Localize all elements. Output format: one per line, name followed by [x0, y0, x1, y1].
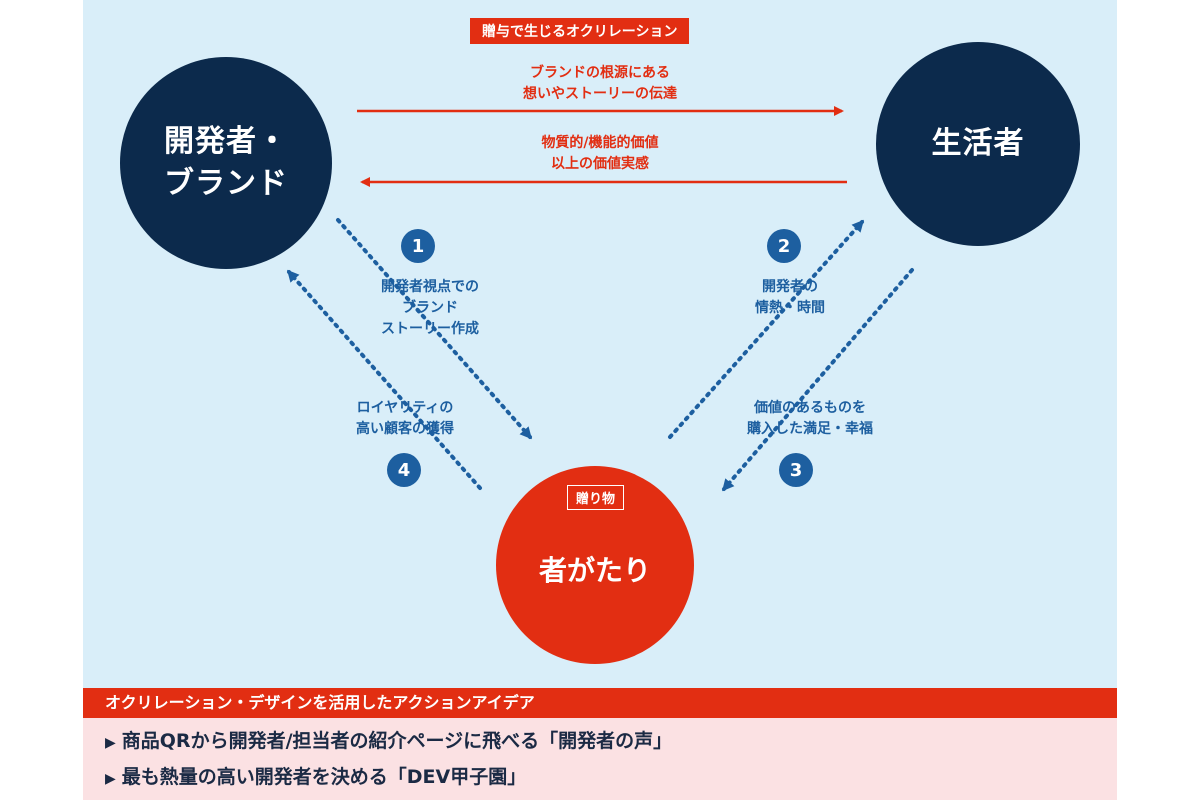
developer-label-line1: 開発者・ [164, 124, 288, 159]
step-4-line2: 高い顧客の獲得 [356, 421, 454, 437]
action-ideas-list: ▶ 商品QRから開発者/担当者の紹介ページに飛べる「開発者の声」 ▶ 最も熱量の高い… [83, 718, 1117, 800]
action-idea-item: ▶ 商品QRから開発者/担当者の紹介ページに飛べる「開発者の声」 [105, 724, 1117, 760]
developer-label-line2: ブランド [164, 166, 288, 201]
step-1-line3: ストーリー作成 [381, 321, 479, 337]
step-3-label: 価値のあるものを 購入した満足・幸福 [710, 398, 910, 440]
dotted-arrow-step-3 [722, 268, 914, 492]
step-2-number: 2 [767, 229, 801, 263]
arrow-to-developer-line2: 以上の価値実感 [551, 156, 649, 172]
arrow-to-consumer-line2: 想いやストーリーの伝達 [523, 86, 677, 102]
action-idea-item: ▶ 最も熱量の高い開発者を決める「DEV甲子園」 [105, 760, 1117, 796]
bullet-triangle-icon: ▶ [105, 735, 116, 751]
step-2-label: 開発者の 情熱・時間 [720, 277, 860, 319]
action-idea-text: 最も熱量の高い開発者を決める「DEV甲子園」 [121, 766, 527, 788]
gift-badge: 贈り物 [567, 485, 625, 510]
step-4-label: ロイヤリティの 高い顧客の獲得 [320, 398, 490, 440]
bullet-triangle-icon: ▶ [105, 771, 116, 787]
step-1-label: 開発者視点での ブランド ストーリー作成 [340, 277, 520, 340]
developer-brand-node: 開発者・ ブランド [120, 57, 332, 269]
arrow-to-developer-label: 物質的/機能的価値 以上の価値実感 [480, 133, 720, 175]
dotted-arrow-step-1 [336, 218, 532, 440]
arrow-to-consumer-label: ブランドの根源にある 想いやストーリーの伝達 [480, 63, 720, 105]
dotted-arrow-step-2 [668, 219, 864, 439]
step-3-line1: 価値のあるものを [754, 400, 866, 416]
step-1-line1: 開発者視点での [381, 279, 479, 295]
step-3-number: 3 [779, 453, 813, 487]
action-ideas-title: オクリレーション・デザインを活用したアクションアイデア [83, 688, 1117, 718]
action-idea-text: 商品QRから開発者/担当者の紹介ページに飛べる「開発者の声」 [121, 730, 673, 752]
step-1-number: 1 [401, 229, 435, 263]
arrow-to-developer-line1: 物質的/機能的価値 [541, 135, 659, 151]
consumer-node: 生活者 [876, 42, 1080, 246]
step-2-line2: 情熱・時間 [755, 300, 825, 316]
story-label: 者がたり [538, 554, 651, 587]
step-4-line1: ロイヤリティの [356, 400, 454, 416]
arrow-to-consumer-line1: ブランドの根源にある [530, 65, 670, 81]
step-2-line1: 開発者の [762, 279, 818, 295]
step-1-line2: ブランド [402, 300, 458, 316]
gift-relation-badge: 贈与で生じるオクリレーション [470, 18, 690, 44]
dotted-arrow-step-4 [287, 269, 482, 490]
consumer-label: 生活者 [931, 126, 1025, 161]
step-4-number: 4 [387, 453, 421, 487]
step-3-line2: 購入した満足・幸福 [747, 421, 873, 437]
